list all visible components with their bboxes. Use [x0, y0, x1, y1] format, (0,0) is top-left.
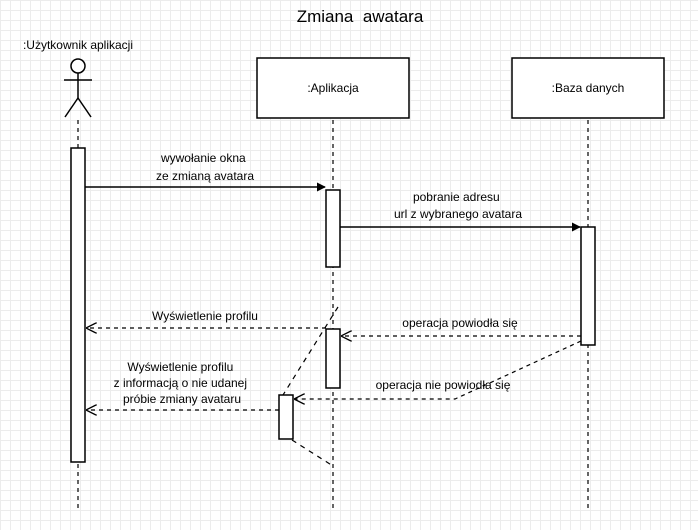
activation-app-1 — [325, 189, 341, 268]
actor-user-label: :Użytkownik aplikacji — [23, 38, 133, 52]
participant-app-label: :Aplikacja — [307, 81, 359, 95]
message-op-failure-arrow — [295, 340, 582, 399]
participant-app: :Aplikacja — [256, 57, 410, 119]
diagram-title: Zmiana awatara — [297, 7, 424, 26]
activation-app-2 — [325, 328, 341, 389]
participant-db-label: :Baza danych — [552, 81, 625, 95]
participant-db: :Baza danych — [511, 57, 665, 119]
message-show-profile-error-label: Wyświetlenie profilu z informacją o nie … — [114, 360, 251, 406]
branch-line-1 — [282, 306, 339, 396]
message-op-failure-label: operacja nie powiodła się — [376, 378, 511, 392]
branch-line-2 — [291, 439, 334, 467]
message-open-window-label: wywołanie okna ze zmianą avatara — [156, 151, 254, 183]
message-show-profile-label: Wyświetlenie profilu — [152, 309, 258, 323]
activation-app-3 — [278, 394, 294, 440]
stick-figure-icon — [64, 58, 92, 118]
message-op-success-label: operacja powiodła się — [402, 316, 518, 330]
activation-user — [70, 147, 86, 463]
message-fetch-url-label: pobranie adresu url z wybranego avatara — [394, 190, 522, 221]
actor-user: :Użytkownik aplikacji — [23, 38, 133, 118]
activation-db — [580, 226, 596, 346]
